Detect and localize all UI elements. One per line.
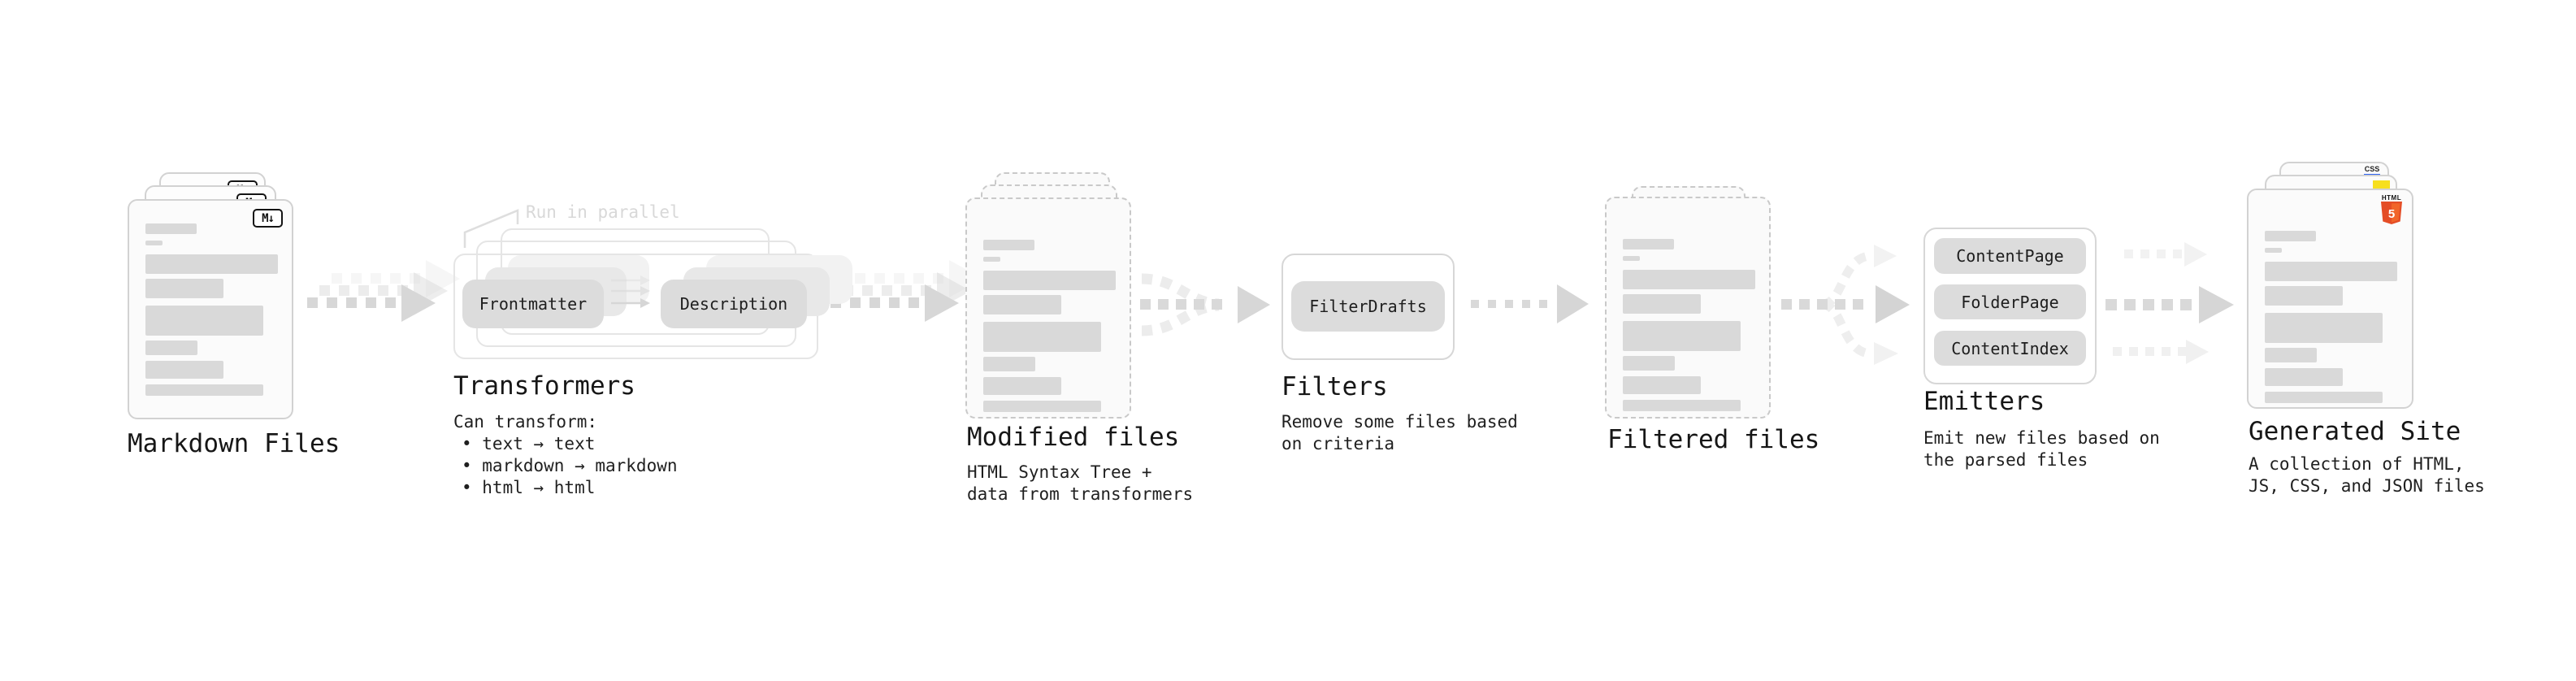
skeleton-line [2265, 248, 2282, 253]
skeleton-line [1623, 239, 1674, 249]
skeleton-line [1623, 256, 1640, 261]
contentpage-pill: ContentPage [1934, 238, 2086, 274]
css-icon-text: CSS [2364, 165, 2380, 173]
skeleton-line [145, 279, 223, 298]
skeleton-line [1623, 400, 1741, 411]
description-line: Emit new files based on [1923, 428, 2160, 448]
skeleton-line [145, 361, 223, 379]
skeleton-line [2265, 392, 2383, 403]
description-line: A collection of HTML, [2249, 454, 2465, 474]
description-line: • markdown → markdown [462, 456, 678, 475]
description-line: the parsed files [1923, 450, 2088, 470]
description-line: Can transform: [453, 412, 598, 432]
skeleton-line [1623, 270, 1755, 289]
contentpage-pill-label: ContentPage [1956, 246, 2064, 266]
html5-icon: HTML 5 [2381, 194, 2402, 229]
html5-shield: 5 [2381, 202, 2402, 224]
markdown-icon-text: M↓ [262, 211, 275, 225]
filterdrafts-pill: FilterDrafts [1291, 281, 1445, 332]
skeleton-line [2265, 368, 2343, 386]
frontmatter-pill-label: Frontmatter [479, 294, 588, 314]
skeleton-line [145, 384, 263, 396]
svg-text:5: 5 [2388, 207, 2395, 221]
modified-file-card [965, 197, 1131, 419]
arrow-modified-to-filters [1140, 273, 1270, 336]
description-pill-label: Description [679, 294, 788, 314]
skeleton-line [983, 240, 1034, 250]
transformers-label: Transformers [453, 371, 635, 401]
filters-description: Remove some files based on criteria [1281, 411, 1518, 455]
skeleton-line [983, 357, 1035, 371]
file-skeleton [129, 223, 292, 396]
markdown-icon: M↓ [253, 209, 283, 228]
transformer-internal-arrows [611, 275, 650, 308]
markdown-file-card: M↓ [128, 199, 293, 419]
markdown-files-label: Markdown Files [128, 429, 340, 458]
modified-files-label: Modified files [967, 423, 1180, 452]
contentindex-pill: ContentIndex [1934, 331, 2086, 366]
emitters-description: Emit new files based on the parsed files [1923, 427, 2160, 471]
filters-label: Filters [1281, 372, 1388, 401]
file-skeleton [2249, 190, 2412, 403]
skeleton-line [145, 306, 263, 336]
file-skeleton [967, 199, 1130, 412]
generated-site-label: Generated Site [2249, 417, 2461, 446]
skeleton-line [145, 254, 278, 274]
js-icon [2373, 180, 2390, 190]
description-line: on criteria [1281, 434, 1395, 453]
skeleton-line [2265, 348, 2317, 362]
skeleton-line [1623, 356, 1675, 371]
filtered-files-label: Filtered files [1607, 425, 1820, 454]
skeleton-line [1623, 294, 1701, 314]
arrow-transformers-to-modified [830, 260, 983, 322]
description-line: HTML Syntax Tree + [967, 462, 1152, 482]
site-file-card-html: HTML 5 [2247, 189, 2413, 409]
emitters-label: Emitters [1923, 387, 2045, 416]
skeleton-line [1623, 376, 1701, 394]
description-line: JS, CSS, and JSON files [2249, 476, 2485, 496]
contentindex-pill-label: ContentIndex [1951, 338, 2069, 358]
skeleton-line [2265, 286, 2343, 306]
arrows-emitters-to-site [2105, 242, 2234, 364]
skeleton-line [983, 377, 1061, 395]
description-line: data from transformers [967, 484, 1194, 504]
run-in-parallel-label: Run in parallel [526, 202, 680, 222]
arrow-markdown-to-transformers [307, 260, 460, 322]
generated-site-description: A collection of HTML, JS, CSS, and JSON … [2249, 453, 2485, 497]
skeleton-line [145, 223, 197, 234]
description-line: • html → html [462, 478, 596, 497]
skeleton-line [983, 271, 1116, 290]
html5-icon-text: HTML [2381, 194, 2402, 202]
skeleton-line [983, 295, 1061, 314]
description-pill: Description [661, 280, 807, 328]
arrow-filters-to-filtered [1471, 284, 1589, 323]
filtered-file-card [1605, 197, 1771, 419]
skeleton-line [983, 322, 1101, 352]
skeleton-line [145, 241, 163, 245]
skeleton-line [2265, 313, 2383, 343]
skeleton-line [145, 340, 197, 355]
description-line: Remove some files based [1281, 412, 1518, 432]
description-line: • text → text [462, 434, 596, 453]
callout-line [463, 209, 519, 248]
folderpage-pill: FolderPage [1934, 284, 2086, 319]
skeleton-line [2265, 231, 2316, 241]
filterdrafts-pill-label: FilterDrafts [1309, 297, 1427, 316]
skeleton-line [983, 257, 1000, 262]
folderpage-pill-label: FolderPage [1961, 292, 2059, 312]
frontmatter-pill: Frontmatter [462, 280, 604, 328]
skeleton-line [1623, 321, 1741, 351]
arrow-filtered-to-emitters [1781, 245, 1910, 365]
skeleton-line [983, 401, 1101, 412]
transformers-description: Can transform: • text → text • markdown … [453, 411, 678, 499]
skeleton-line [2265, 262, 2397, 281]
modified-files-description: HTML Syntax Tree + data from transformer… [967, 462, 1193, 505]
file-skeleton [1607, 198, 1769, 411]
